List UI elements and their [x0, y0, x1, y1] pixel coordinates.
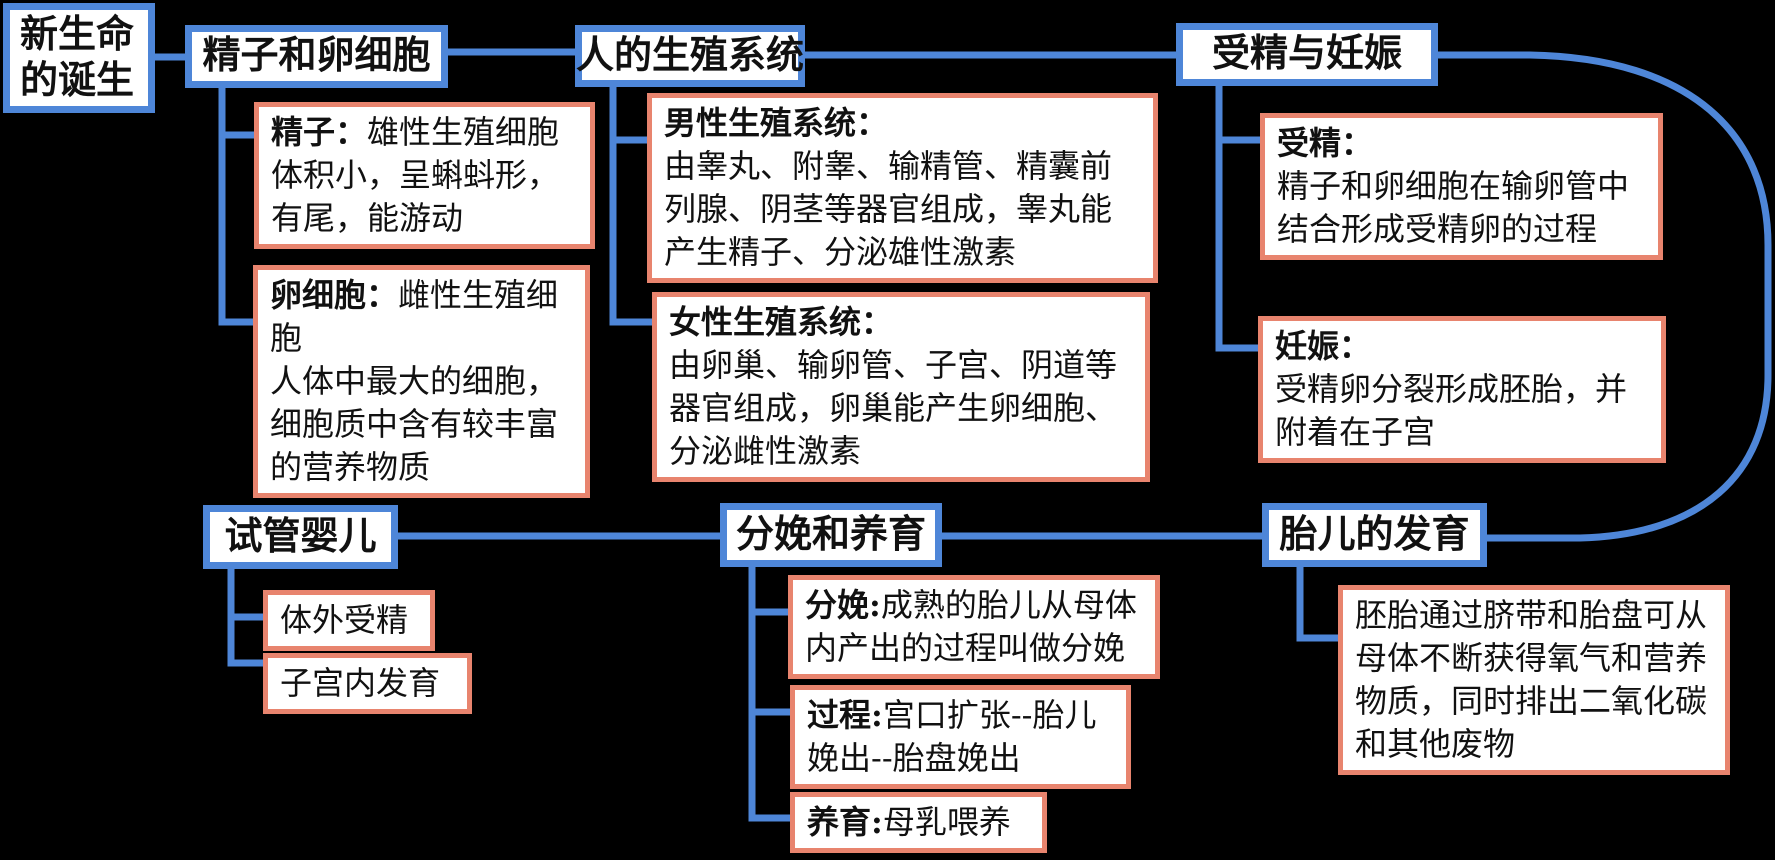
edge-childbirth-children [748, 567, 790, 822]
detail-ivf-external-text: 体外受精 [280, 601, 409, 639]
topic-fertilization-pregnancy-label: 受精与妊娠 [1211, 33, 1402, 76]
detail-female-system-text: 由卵巢、输卵管、子宫、阴道等 器官组成，卵巢能产生卵细胞、 分泌雌性激素 [669, 346, 1118, 470]
detail-sperm: 精子：雄性生殖细胞 体积小，呈蝌蚪形， 有尾，能游动 [254, 102, 595, 249]
edge-fertilization-to-fetal-development-curve [1438, 51, 1772, 542]
detail-delivery-term: 分娩: [805, 586, 881, 624]
detail-fertilization-term: 受精： [1277, 124, 1374, 162]
edge-sperm-egg-children [218, 88, 254, 326]
topic-sperm-and-egg: 精子和卵细胞 [185, 25, 448, 88]
detail-delivery-process-text: 宫口扩张--胎儿 娩出--胎盘娩出 [807, 696, 1097, 777]
detail-male-system-term: 男性生殖系统： [664, 104, 889, 142]
detail-sperm-term: 精子： [271, 113, 368, 151]
detail-female-system-term: 女性生殖系统： [669, 303, 894, 341]
detail-delivery: 分娩:成熟的胎儿从母体 内产出的过程叫做分娩 [788, 575, 1160, 679]
topic-reproductive-system-label: 人的生殖系统 [576, 34, 805, 77]
edge-fetal-development-children [1296, 567, 1338, 642]
topic-fertilization-pregnancy: 受精与妊娠 [1176, 23, 1438, 86]
topic-ivf-label: 试管婴儿 [224, 515, 377, 558]
detail-ivf-external-fertilization: 体外受精 [263, 590, 435, 651]
topic-childbirth-rearing-label: 分娩和养育 [735, 513, 926, 556]
edge-fertilization-children [1215, 86, 1260, 352]
topic-reproductive-system: 人的生殖系统 [575, 25, 805, 87]
detail-embryo: 胚胎通过脐带和胎盘可从 母体不断获得氧气和营养 物质，同时排出二氧化碳 和其他废… [1338, 585, 1730, 775]
detail-embryo-text: 胚胎通过脐带和胎盘可从 母体不断获得氧气和营养 物质，同时排出二氧化碳 和其他废… [1355, 596, 1708, 763]
detail-pregnancy-text: 受精卵分裂形成胚胎，并 附着在子宫 [1275, 370, 1628, 451]
root-node: 新生命 的诞生 [3, 3, 155, 113]
detail-male-system-text: 由睾丸、附睾、输精管、精囊前 列腺、阴茎等器官组成，睾丸能 产生精子、分泌雄性激… [664, 147, 1113, 271]
topic-ivf: 试管婴儿 [203, 505, 398, 569]
detail-pregnancy-term: 妊娠： [1275, 327, 1372, 365]
edge-ivf-children [227, 567, 263, 667]
detail-delivery-text: 成熟的胎儿从母体 内产出的过程叫做分娩 [805, 586, 1137, 667]
detail-egg-text: 雌性生殖细 胞 人体中最大的细胞， 细胞质中含有较丰富 的营养物质 [270, 276, 559, 486]
detail-pregnancy: 妊娠： 受精卵分裂形成胚胎，并 附着在子宫 [1258, 316, 1666, 463]
detail-male-system: 男性生殖系统： 由睾丸、附睾、输精管、精囊前 列腺、阴茎等器官组成，睾丸能 产生… [647, 93, 1158, 283]
detail-sperm-text: 雄性生殖细胞 体积小，呈蝌蚪形， 有尾，能游动 [271, 113, 560, 237]
detail-egg: 卵细胞：雌性生殖细 胞 人体中最大的细胞， 细胞质中含有较丰富 的营养物质 [253, 265, 590, 498]
detail-delivery-process-term: 过程: [807, 696, 883, 734]
detail-ivf-uterus-text: 子宫内发育 [280, 664, 441, 702]
detail-female-system: 女性生殖系统： 由卵巢、输卵管、子宫、阴道等 器官组成，卵巢能产生卵细胞、 分泌… [652, 292, 1150, 482]
detail-fertilization-text: 精子和卵细胞在输卵管中 结合形成受精卵的过程 [1277, 167, 1630, 248]
topic-fetal-development-label: 胎儿的发育 [1279, 513, 1470, 556]
detail-ivf-uterus-development: 子宫内发育 [263, 653, 472, 714]
detail-rearing-text: 母乳喂养 [882, 803, 1011, 841]
topic-sperm-and-egg-label: 精子和卵细胞 [202, 35, 431, 78]
edge-reproductive-system-children [609, 87, 652, 326]
topic-childbirth-rearing: 分娩和养育 [720, 503, 942, 567]
detail-egg-term: 卵细胞： [270, 276, 399, 314]
detail-rearing: 养育:母乳喂养 [790, 792, 1047, 853]
topic-fetal-development: 胎儿的发育 [1262, 503, 1487, 567]
detail-fertilization: 受精： 精子和卵细胞在输卵管中 结合形成受精卵的过程 [1260, 113, 1663, 260]
root-node-label: 新生命 的诞生 [20, 13, 135, 102]
detail-rearing-term: 养育: [807, 803, 883, 841]
detail-delivery-process: 过程:宫口扩张--胎儿 娩出--胎盘娩出 [790, 685, 1131, 789]
